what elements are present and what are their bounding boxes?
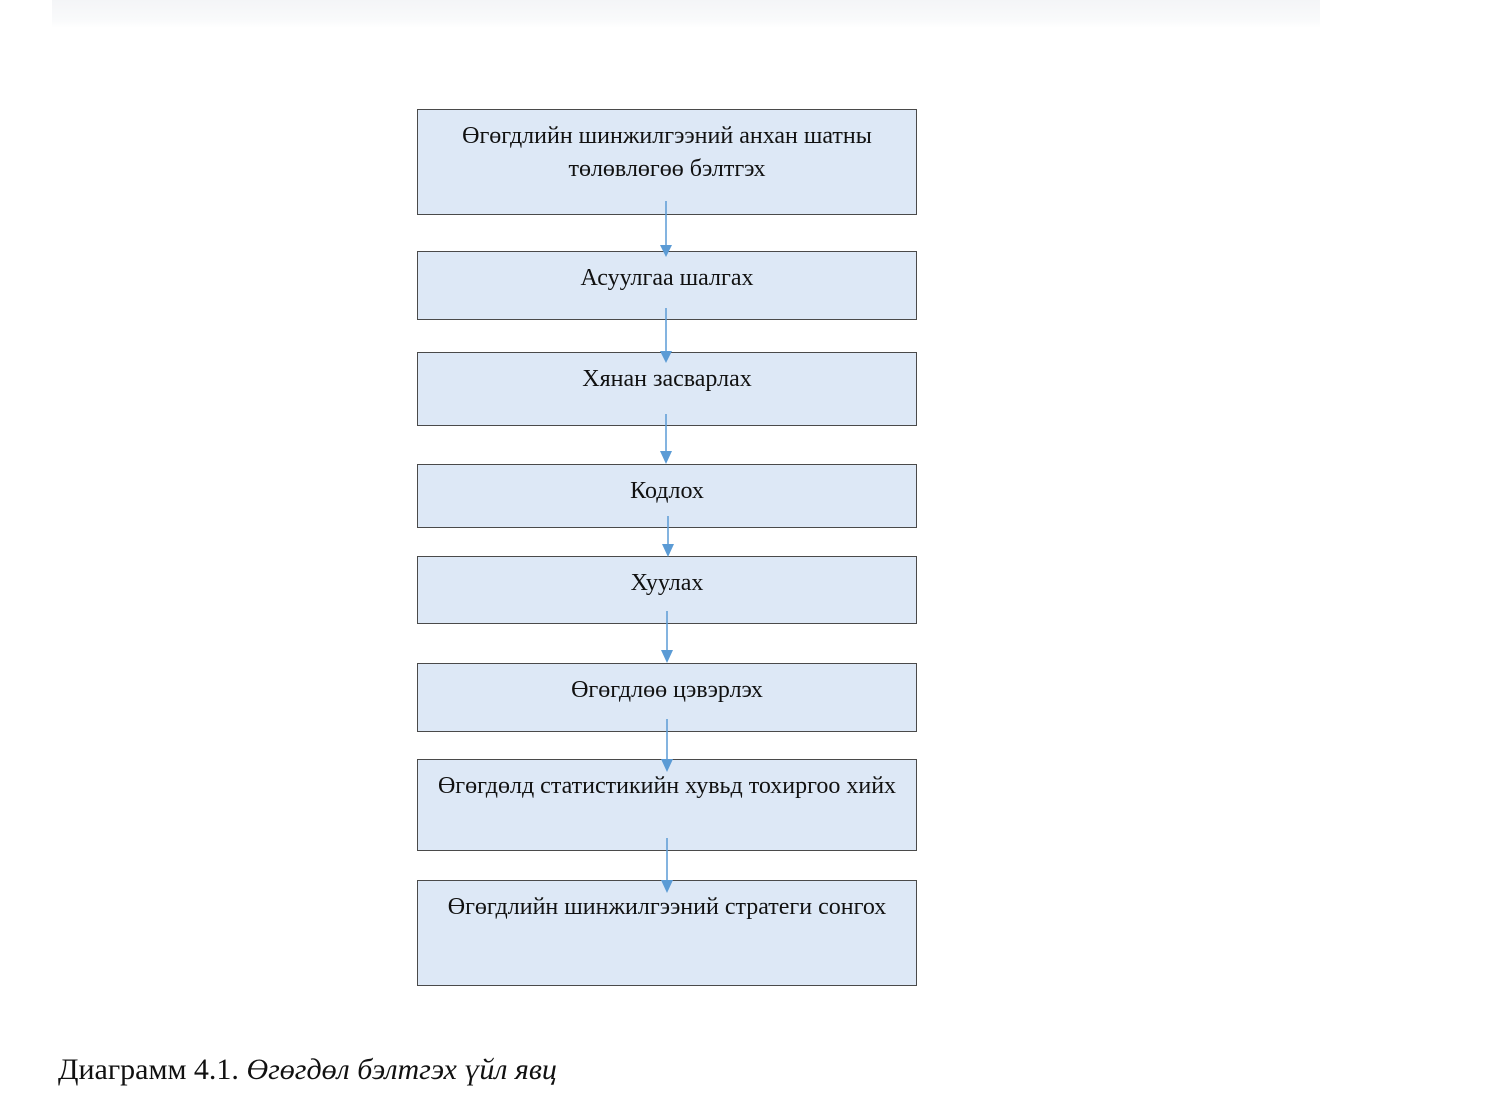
flow-step-label: Өгөгдлөө цэвэрлэх <box>571 677 763 703</box>
flow-step-label: Өгөгдлийн шинжилгээний стратеги сонгох <box>447 894 887 920</box>
flow-step-label: Өгөгдөлд статистикийн хувьд тохиргоо хий… <box>437 773 897 799</box>
flow-step-plan: Өгөгдлийн шинжилгээний анхан шатны төлөв… <box>417 109 917 215</box>
page-top-band <box>52 0 1320 28</box>
flow-step-label: Асуулгаа шалгах <box>580 265 754 291</box>
flow-step-strategy: Өгөгдлийн шинжилгээний стратеги сонгох <box>417 880 917 986</box>
figure-caption: Диаграмм 4.1. Өгөгдөл бэлтгэх үйл явц <box>58 1048 557 1092</box>
flow-step-label: Хянан засварлах <box>582 366 752 392</box>
flow-step-edit: Хянан засварлах <box>417 352 917 426</box>
flow-step-label: Кодлох <box>630 478 704 504</box>
flow-step-check-questionnaire: Асуулгаа шалгах <box>417 251 917 320</box>
flow-step-label: Хуулах <box>630 570 704 596</box>
caption-number: Диаграмм 4.1. <box>58 1053 239 1086</box>
flow-step-clean: Өгөгдлөө цэвэрлэх <box>417 663 917 732</box>
flow-step-adjust: Өгөгдөлд статистикийн хувьд тохиргоо хий… <box>417 759 917 851</box>
flow-step-copy: Хуулах <box>417 556 917 624</box>
flow-step-label: Өгөгдлийн шинжилгээний анхан шатны төлөв… <box>462 123 872 182</box>
caption-title: Өгөгдөл бэлтгэх үйл явц <box>246 1053 557 1086</box>
flow-step-code: Кодлох <box>417 464 917 528</box>
